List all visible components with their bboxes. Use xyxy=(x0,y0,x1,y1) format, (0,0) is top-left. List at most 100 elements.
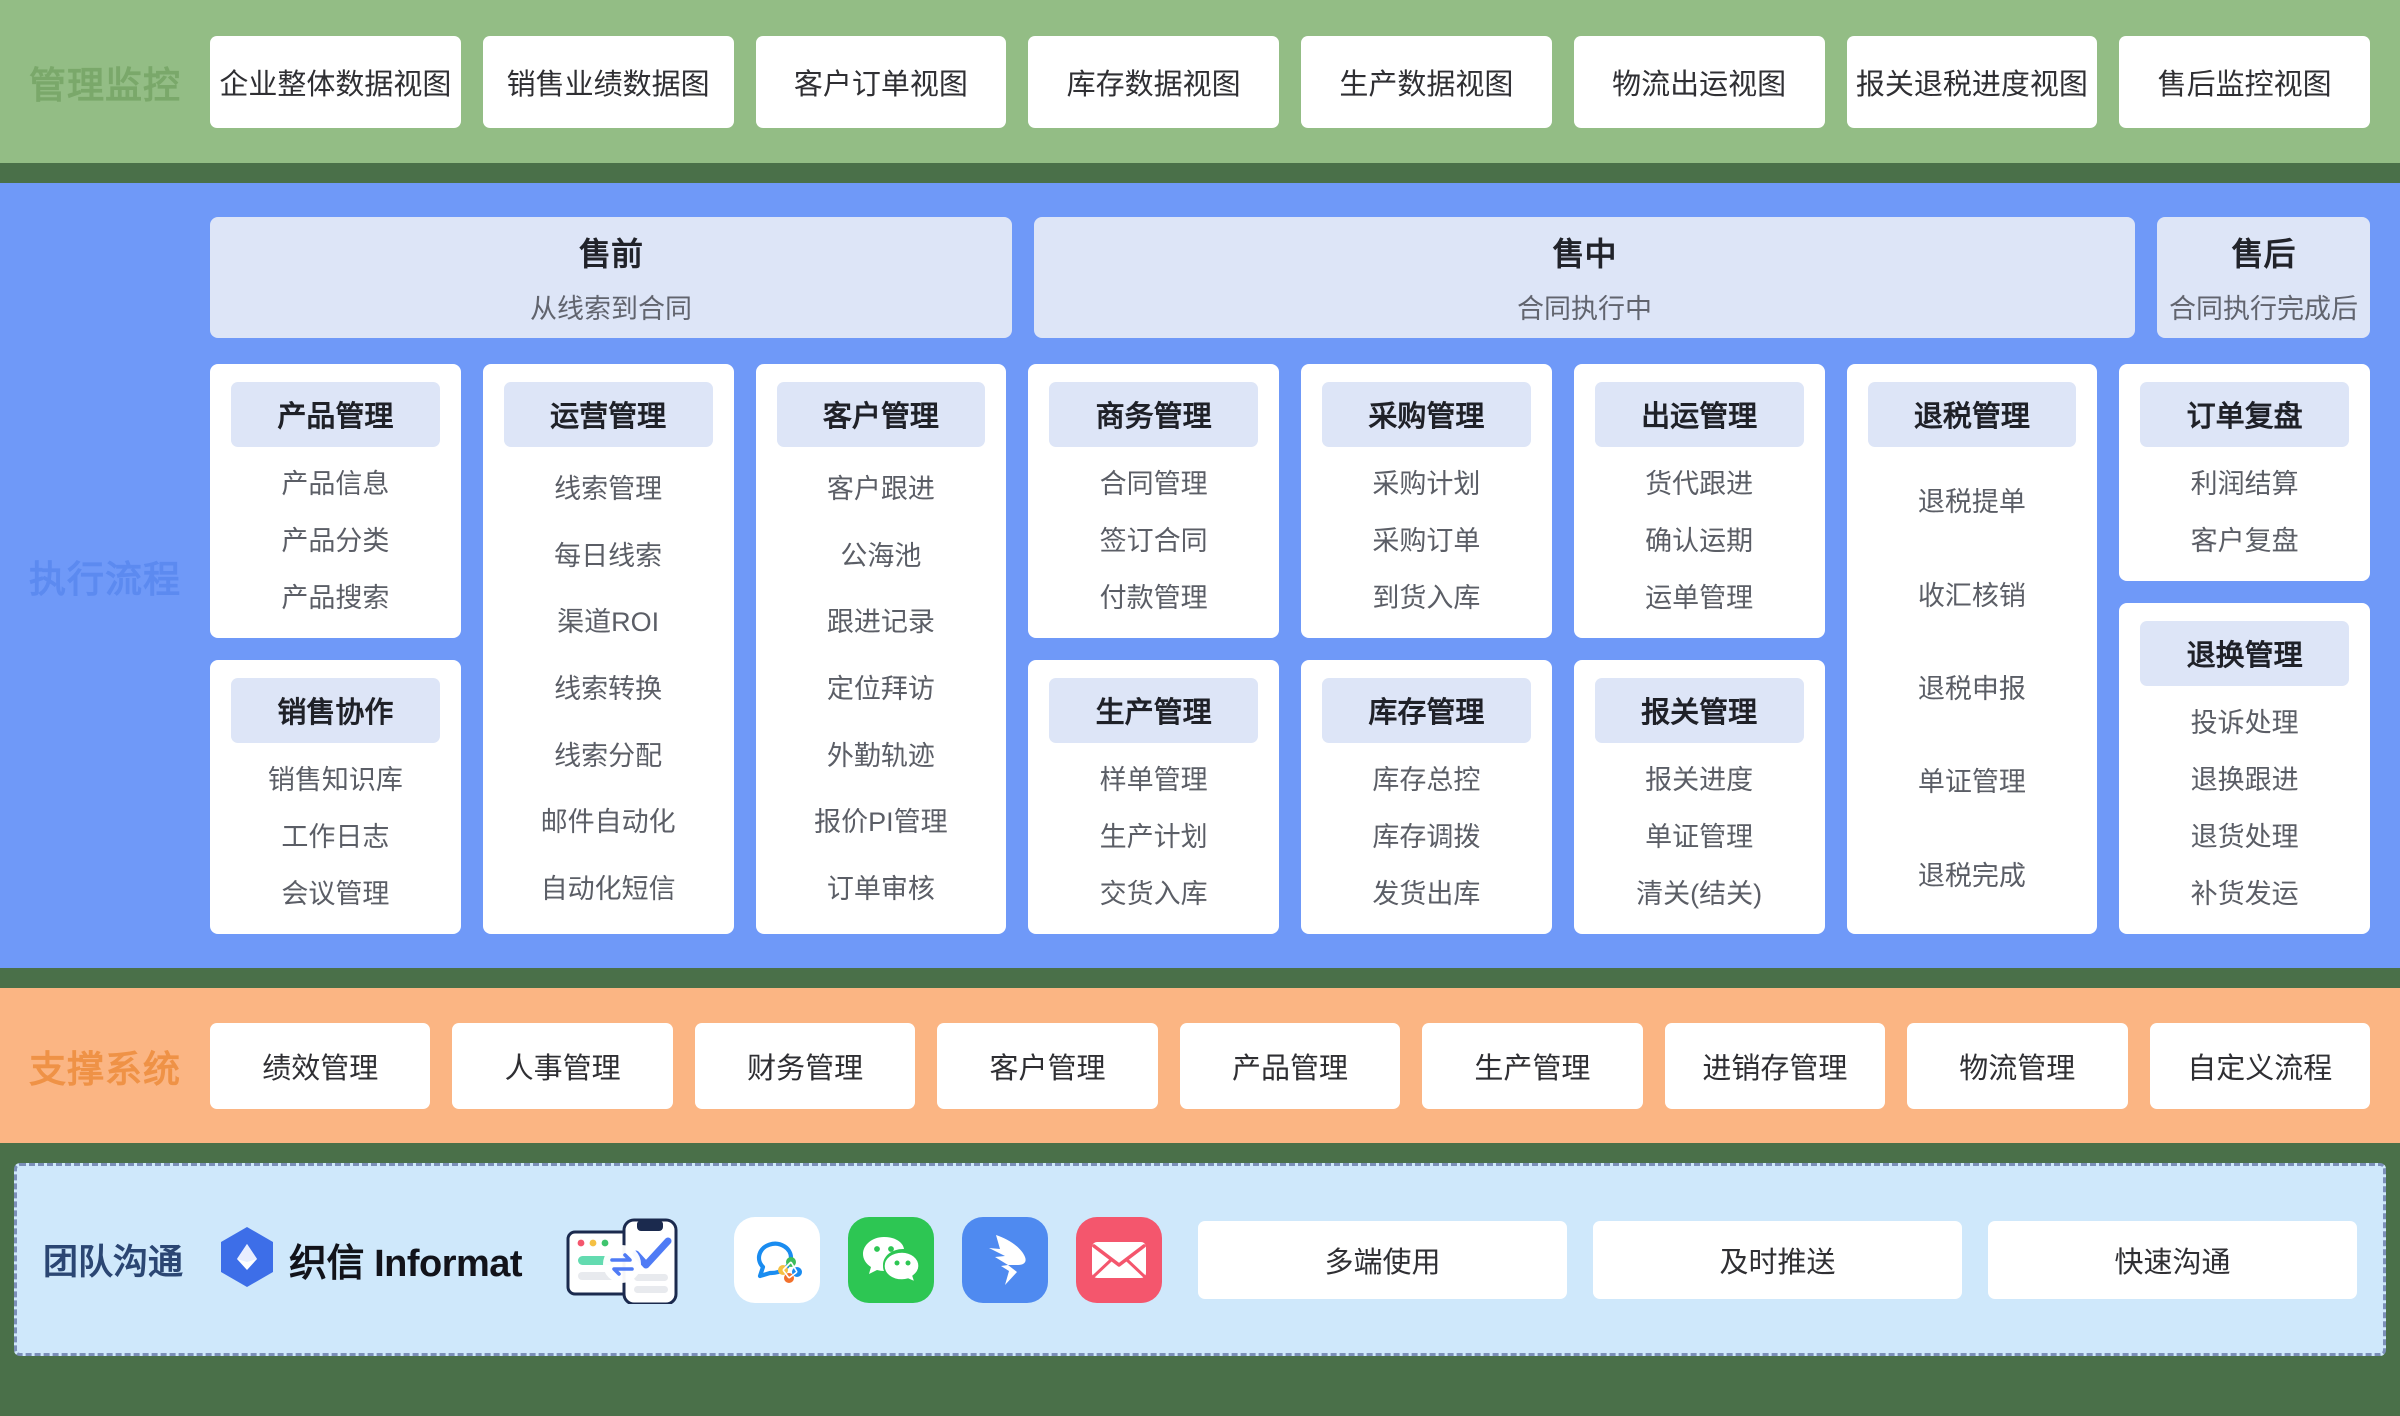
stage-aftersale[interactable]: 售后 合同执行完成后 xyxy=(2157,217,2370,338)
support-card[interactable]: 物流管理 xyxy=(1907,1022,2128,1109)
module-item[interactable]: 自动化短信 xyxy=(540,874,676,905)
module-item[interactable]: 生产计划 xyxy=(1099,822,1208,852)
module-item[interactable]: 定位拜访 xyxy=(826,673,935,704)
support-card[interactable]: 自定义流程 xyxy=(2149,1022,2370,1109)
module-item[interactable]: 库存调拨 xyxy=(1372,822,1481,852)
team-communication-band: 团队沟通 织信 Informat xyxy=(14,1163,2386,1356)
module-card-customer-management[interactable]: 客户管理 客户跟进 公海池 跟进记录 定位拜访 外勤轨迹 报价PI管理 订单审核 xyxy=(755,364,1007,934)
module-item[interactable]: 到货入库 xyxy=(1372,583,1481,613)
module-item[interactable]: 发货出库 xyxy=(1372,879,1481,909)
module-card-tax-refund-management[interactable]: 退税管理 退税提单 收汇核销 退税申报 单证管理 退税完成 xyxy=(1846,364,2098,934)
module-item[interactable]: 销售知识库 xyxy=(267,765,403,795)
management-card[interactable]: 物流出运视图 xyxy=(1573,35,1825,128)
management-card[interactable]: 企业整体数据视图 xyxy=(210,35,461,128)
module-item[interactable]: 客户复盘 xyxy=(2190,526,2299,556)
module-item[interactable]: 补货发运 xyxy=(2190,879,2299,909)
support-card[interactable]: 绩效管理 xyxy=(210,1022,431,1109)
module-item[interactable]: 合同管理 xyxy=(1099,469,1208,499)
management-card[interactable]: 报关退税进度视图 xyxy=(1846,35,2098,128)
stage-insale[interactable]: 售中 合同执行中 xyxy=(1034,217,2135,338)
module-item[interactable]: 线索管理 xyxy=(554,473,663,504)
module-column: 订单复盘 利润结算 客户复盘 退换管理 投诉处理 退换跟进 退货处理 补货发运 xyxy=(2119,364,2370,934)
module-item[interactable]: 客户跟进 xyxy=(826,473,935,504)
dingtalk-wing-icon[interactable] xyxy=(962,1216,1049,1303)
support-card[interactable]: 客户管理 xyxy=(937,1022,1158,1109)
module-item[interactable]: 付款管理 xyxy=(1099,583,1208,613)
module-item[interactable]: 退税提单 xyxy=(1917,487,2026,518)
module-item[interactable]: 退货处理 xyxy=(2190,822,2299,852)
module-item[interactable]: 线索分配 xyxy=(554,740,663,771)
module-item[interactable]: 产品搜索 xyxy=(281,583,390,613)
comms-tag[interactable]: 多端使用 xyxy=(1198,1220,1568,1299)
module-item[interactable]: 退换跟进 xyxy=(2190,765,2299,795)
module-item[interactable]: 退税申报 xyxy=(1917,673,2026,704)
module-item[interactable]: 库存总控 xyxy=(1372,765,1481,795)
module-card-product-management[interactable]: 产品管理 产品信息 产品分类 产品搜索 xyxy=(210,364,461,638)
module-item[interactable]: 会议管理 xyxy=(281,879,390,909)
support-card[interactable]: 财务管理 xyxy=(694,1022,916,1109)
flow-content: 售前 从线索到合同 售中 合同执行中 售后 合同执行完成后 产品管理 xyxy=(210,183,2400,968)
module-item[interactable]: 货代跟进 xyxy=(1645,469,1754,499)
module-item[interactable]: 退税完成 xyxy=(1917,860,2026,891)
module-item[interactable]: 签订合同 xyxy=(1099,526,1208,556)
module-card-inventory-management[interactable]: 库存管理 库存总控 库存调拨 发货出库 xyxy=(1301,660,1552,934)
module-item[interactable]: 清关(结关) xyxy=(1636,879,1763,909)
module-item[interactable]: 采购订单 xyxy=(1372,526,1481,556)
module-card-customs-management[interactable]: 报关管理 报关进度 单证管理 清关(结关) xyxy=(1573,660,1825,934)
module-item[interactable]: 投诉处理 xyxy=(2190,708,2299,738)
module-card-title: 退换管理 xyxy=(2140,621,2349,686)
management-card[interactable]: 库存数据视图 xyxy=(1028,35,1279,128)
comms-tag[interactable]: 及时推送 xyxy=(1593,1220,1963,1299)
dingtalk-chat-icon[interactable] xyxy=(734,1216,821,1303)
module-item[interactable]: 跟进记录 xyxy=(826,607,935,638)
multi-device-sync-icon[interactable] xyxy=(566,1217,706,1304)
module-card-purchase-management[interactable]: 采购管理 采购计划 采购订单 到货入库 xyxy=(1301,364,1552,638)
stage-subtitle: 合同执行完成后 xyxy=(2169,294,2358,324)
comms-tag-row: 多端使用 及时推送 快速沟通 xyxy=(1198,1220,2357,1299)
email-icon[interactable] xyxy=(1076,1216,1163,1303)
module-item[interactable]: 交货入库 xyxy=(1099,879,1208,909)
module-item[interactable]: 线索转换 xyxy=(554,673,663,704)
module-item[interactable]: 工作日志 xyxy=(281,822,390,852)
module-card-order-review[interactable]: 订单复盘 利润结算 客户复盘 xyxy=(2119,364,2370,581)
module-item-list: 退税提单 收汇核销 退税申报 单证管理 退税完成 xyxy=(1857,453,2088,920)
module-item[interactable]: 订单审核 xyxy=(826,874,935,905)
module-card-operations-management[interactable]: 运营管理 线索管理 每日线索 渠道ROI 线索转换 线索分配 邮件自动化 自动化… xyxy=(482,364,734,934)
module-item[interactable]: 产品分类 xyxy=(281,526,390,556)
module-card-return-exchange-management[interactable]: 退换管理 投诉处理 退换跟进 退货处理 补货发运 xyxy=(2119,603,2370,934)
module-item[interactable]: 报价PI管理 xyxy=(814,807,948,838)
management-card[interactable]: 生产数据视图 xyxy=(1301,35,1552,128)
module-card-sales-collaboration[interactable]: 销售协作 销售知识库 工作日志 会议管理 xyxy=(210,660,461,934)
module-item[interactable]: 单证管理 xyxy=(1917,767,2026,798)
comms-tag[interactable]: 快速沟通 xyxy=(1988,1220,2357,1299)
support-card[interactable]: 生产管理 xyxy=(1422,1022,1643,1109)
management-card[interactable]: 售后监控视图 xyxy=(2119,35,2370,128)
module-item[interactable]: 外勤轨迹 xyxy=(826,740,935,771)
module-card-business-management[interactable]: 商务管理 合同管理 签订合同 付款管理 xyxy=(1028,364,1279,638)
module-card-shipping-management[interactable]: 出运管理 货代跟进 确认运期 运单管理 xyxy=(1573,364,1825,638)
module-item[interactable]: 利润结算 xyxy=(2190,469,2299,499)
module-item[interactable]: 运单管理 xyxy=(1645,583,1754,613)
support-card[interactable]: 人事管理 xyxy=(452,1022,673,1109)
module-item[interactable]: 邮件自动化 xyxy=(540,807,676,838)
support-card[interactable]: 产品管理 xyxy=(1179,1022,1401,1109)
module-card-title: 采购管理 xyxy=(1322,382,1531,447)
module-item[interactable]: 产品信息 xyxy=(281,469,390,499)
module-card-production-management[interactable]: 生产管理 样单管理 生产计划 交货入库 xyxy=(1028,660,1279,934)
module-item[interactable]: 单证管理 xyxy=(1645,822,1754,852)
module-item[interactable]: 样单管理 xyxy=(1099,765,1208,795)
module-item[interactable]: 渠道ROI xyxy=(557,607,660,638)
module-item[interactable]: 每日线索 xyxy=(554,540,663,571)
module-item[interactable]: 公海池 xyxy=(840,540,922,571)
module-item[interactable]: 确认运期 xyxy=(1645,526,1754,556)
support-card[interactable]: 进销存管理 xyxy=(1664,1022,1886,1109)
management-card[interactable]: 客户订单视图 xyxy=(755,35,1007,128)
stage-presale[interactable]: 售前 从线索到合同 xyxy=(210,217,1012,338)
flow-band-label: 执行流程 xyxy=(29,558,181,600)
module-item[interactable]: 收汇核销 xyxy=(1917,580,2026,611)
module-item-list: 销售知识库 工作日志 会议管理 xyxy=(220,749,451,920)
module-item[interactable]: 采购计划 xyxy=(1372,469,1481,499)
module-item[interactable]: 报关进度 xyxy=(1645,765,1754,795)
wechat-icon[interactable] xyxy=(848,1216,935,1303)
management-card[interactable]: 销售业绩数据图 xyxy=(482,35,734,128)
